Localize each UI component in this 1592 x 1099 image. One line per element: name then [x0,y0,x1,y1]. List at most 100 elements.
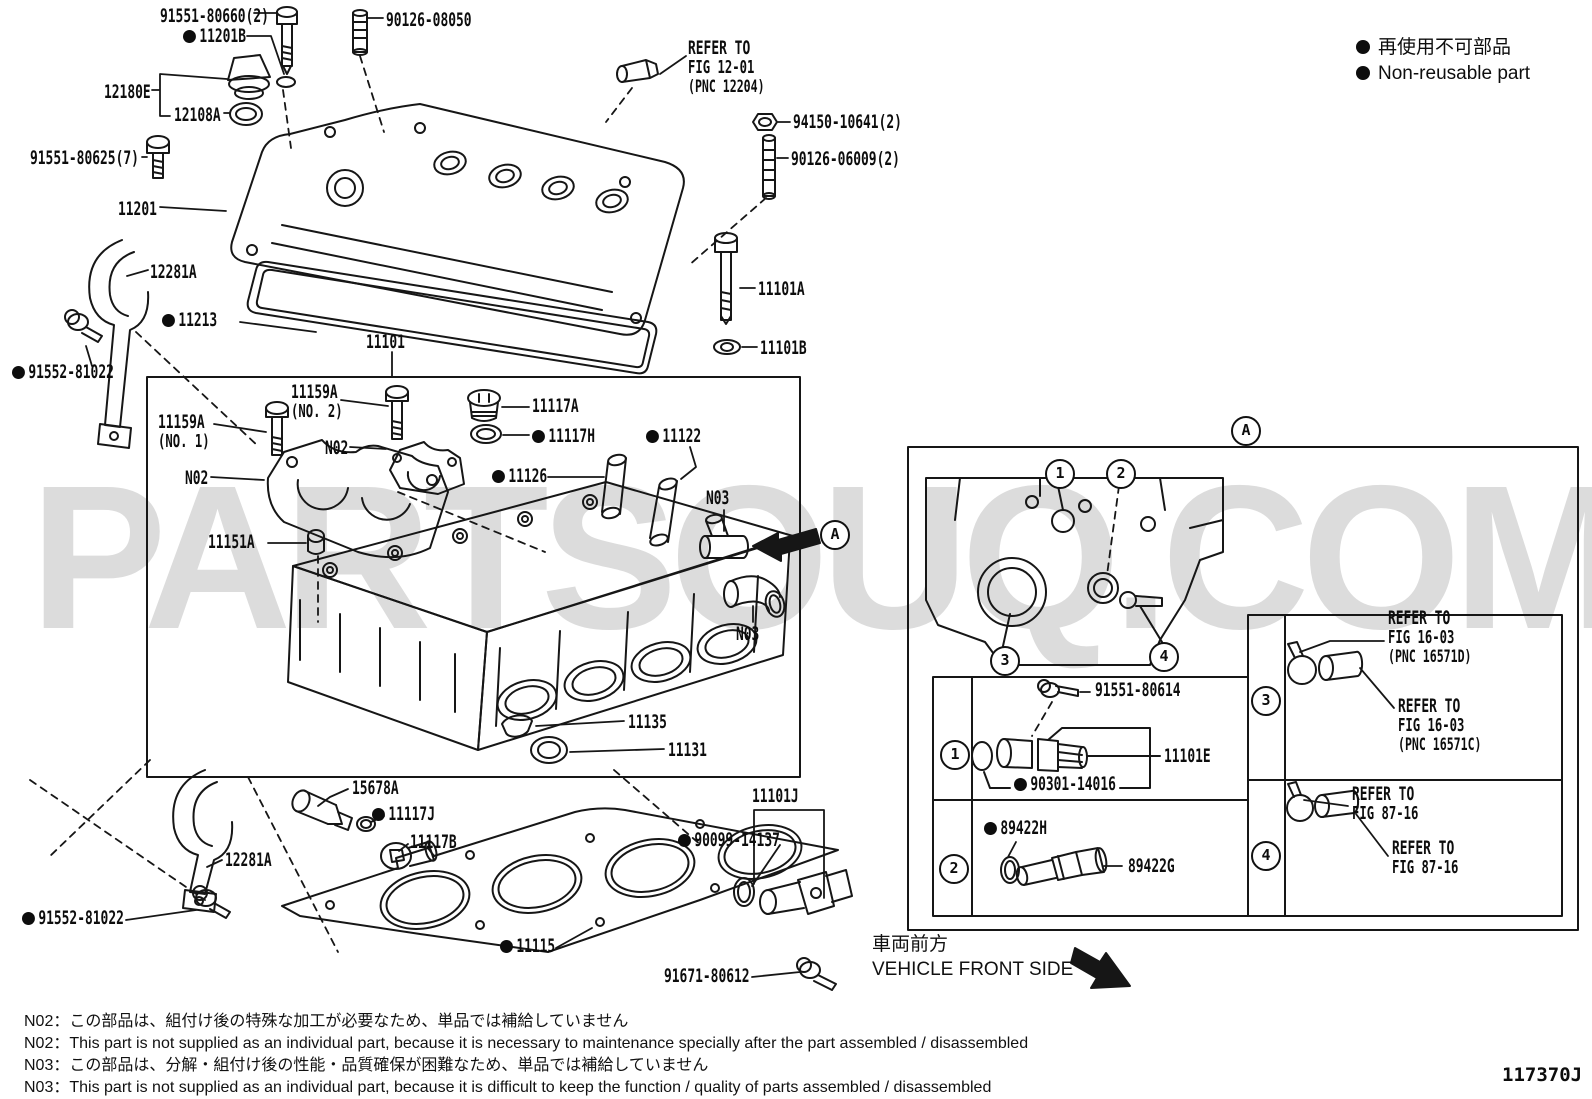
non-reusable-dot-icon [12,366,25,379]
callout-circle-row-2: 2 [939,854,969,884]
part-label-text: 11201B [199,25,246,47]
callout-circle-row-3: 3 [1251,686,1281,716]
non-reusable-dot-icon [1356,40,1370,54]
part-label-text: 11213 [178,309,218,331]
part-label-11135: 11135 [628,712,667,732]
bolt-91551-80614-art [1037,679,1079,698]
part-label-line: (PNC 16571D) [1388,646,1472,667]
part-label-text: N03 [706,487,730,509]
washer-11101B-art [713,339,741,355]
legend-row-jp: 再使用不可部品 [1356,36,1530,60]
non-reusable-dot-icon [492,470,505,483]
part-label-91552-81022-lower: 91552-81022 [22,908,124,928]
part-label-text: 15678A [352,777,399,799]
sensor-11101E-art [996,738,1088,772]
leader-lines [85,12,1395,978]
bolt-91671-art [796,957,837,991]
part-label-text: 91552-81022 [38,907,124,929]
part-label-text: 11135 [628,711,667,733]
cover-gasket-art [246,260,658,375]
part-label-11201B: 11201B [183,26,246,46]
part-label-11213: 11213 [162,310,217,330]
view-a-arrow [752,528,821,562]
sensor-11101J-art [759,869,853,915]
oil-filler-cap-art [227,54,271,100]
valve-guide-11122-art [649,477,678,547]
legend-en-text: Non-reusable part [1378,63,1531,84]
non-reusable-dot-icon [22,912,35,925]
part-label-90301-14016: 90301-14016 [1014,774,1116,794]
callout-circle-view-a-inset: A [1231,416,1261,446]
part-label-text: 3 [1000,651,1010,669]
vehicle-front-en: VEHICLE FRONT SIDE [872,959,1074,980]
part-label-text: 11115 [516,935,556,957]
part-label-12281A-lower: 12281A [225,850,272,870]
bracket-11101E [1047,727,1161,789]
part-label-text: 11101J [752,785,799,807]
inset-panel-box [907,446,1579,931]
part-label-12281A-upper: 12281A [150,262,197,282]
sensor-89422G-art [1015,847,1108,886]
part-label-text: 91551-80660(2) [160,5,269,27]
callout-circle-row-4: 4 [1251,841,1281,871]
part-label-line: 11159A [291,381,338,403]
ring-11117H-art [470,424,502,444]
part-label-text: 11117B [410,831,457,853]
vehicle-front-note: 車両前方 VEHICLE FRONT SIDE [872,932,1073,982]
part-label-text: 4 [1261,846,1271,864]
part-label-90099-14137: 90099-14137 [678,830,780,850]
non-reusable-dot-icon [1356,66,1370,80]
note-line: N03：This part is not supplied as an indi… [24,1079,992,1096]
part-label-text: 91551-80614 [1095,679,1181,701]
part-label-11117H: 11117H [532,426,595,446]
part-label-15678A: 15678A [352,778,399,798]
part-label-94150-10641: 94150-10641(2) [793,112,902,132]
part-label-text: 11101E [1164,745,1211,767]
dashed-lines [29,55,1120,953]
part-label-text: 11101A [758,278,805,300]
part-label-90126-06009: 90126-06009(2) [791,149,900,169]
part-label-text: 11201 [118,198,157,220]
part-label-line: REFER TO [688,37,751,59]
callout-circle-callout-2: 2 [1106,459,1136,489]
non-reusable-dot-icon [162,314,175,327]
part-label-N03-upper: N03 [706,488,729,508]
part-label-11101J: 11101J [752,786,799,806]
bolt-91552-upper-art [64,309,103,343]
cylinder-head-art [287,481,794,751]
bearing-cap-strip-art [266,439,449,559]
part-label-11101E: 11101E [1164,746,1211,766]
cap-seal-ring-art [229,102,263,126]
part-label-line: (NO. 1) [158,431,210,453]
clamp-hose-row4-art [1286,781,1360,822]
part-label-91551-80614: 91551-80614 [1095,680,1181,700]
callout-circle-callout-4: 4 [1149,642,1179,672]
part-label-N02-right: N02 [325,438,348,458]
part-label-11115: 11115 [500,936,555,956]
part-label-line: REFER TO [1352,783,1415,805]
part-label-text: A [1241,421,1251,439]
callout-circle-callout-3: 3 [990,646,1020,676]
valve-cover-art [230,103,685,336]
part-label-text: N03 [736,623,760,645]
part-label-text: 11117H [548,425,595,447]
notes-block: N02：この部品は、組付け後の特殊な加工が必要なため、単品では補給していません … [24,1011,1028,1099]
part-label-11117J: 11117J [372,804,435,824]
o-ring-90301-art [971,741,993,771]
note-line: N02：This part is not supplied as an indi… [24,1035,1029,1052]
part-label-text: 11117A [532,395,579,417]
part-label-11151A: 11151A [208,532,255,552]
head-gasket-art [281,807,839,953]
part-label-text: 94150-10641(2) [793,111,902,133]
part-label-text: 11101 [366,331,405,353]
part-label-11117B: 11117B [410,832,457,852]
clamp-hose-row3-art [1287,641,1364,685]
part-label-line: (PNC 16571C) [1398,734,1482,755]
union-15678A-art [291,789,353,831]
part-label-N02-left: N02 [185,468,208,488]
part-label-line: REFER TO [1388,607,1451,629]
stud-90126-08050-art [352,9,368,56]
